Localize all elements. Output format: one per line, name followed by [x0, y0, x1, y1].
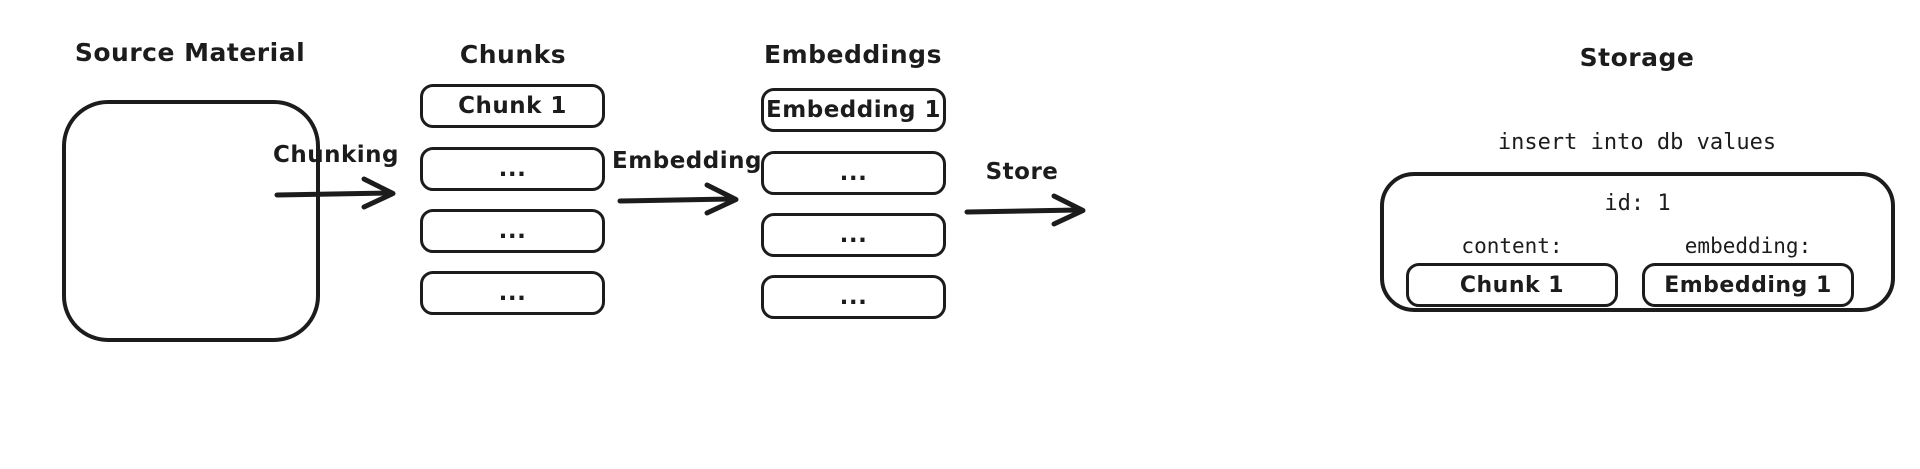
storage-field-embedding-value: Embedding 1 — [1664, 272, 1832, 298]
chunk-box-1-label: Chunk 1 — [458, 93, 567, 119]
embedding-box-2-label: ... — [839, 160, 868, 186]
column-title-storage: Storage — [1579, 43, 1695, 72]
chunk-box-2[interactable]: ... — [420, 147, 605, 191]
storage-id-field: id: 1 — [1604, 191, 1671, 216]
chunk-box-3[interactable]: ... — [420, 209, 605, 253]
arrow-chunking — [274, 176, 401, 216]
chunk-box-4-label: ... — [498, 280, 527, 306]
chunk-box-3-label: ... — [498, 218, 527, 244]
arrow-embedding — [617, 182, 744, 222]
storage-field-embedding-value-box[interactable]: Embedding 1 — [1642, 263, 1854, 307]
chunk-box-2-label: ... — [498, 156, 527, 182]
embedding-box-1-label: Embedding 1 — [766, 97, 941, 123]
storage-field-content-value: Chunk 1 — [1459, 272, 1565, 298]
column-title-embeddings: Embeddings — [764, 40, 942, 69]
embedding-box-1[interactable]: Embedding 1 — [761, 88, 946, 132]
arrow-label-embedding: Embedding — [612, 148, 762, 174]
source-material-box — [62, 100, 320, 342]
insert-statement-text: insert into db values — [1497, 130, 1777, 155]
storage-field-content-value-box[interactable]: Chunk 1 — [1406, 263, 1618, 307]
column-title-chunks: Chunks — [459, 40, 567, 69]
chunk-box-1[interactable]: Chunk 1 — [420, 84, 605, 128]
arrow-store — [964, 193, 1091, 233]
embedding-box-4-label: ... — [839, 284, 868, 310]
storage-field-embedding-name: embedding: — [1684, 234, 1812, 258]
storage-record-card: id: 1 content: Chunk 1 embedding: Embedd… — [1380, 172, 1895, 312]
embedding-box-3[interactable]: ... — [761, 213, 946, 257]
embedding-box-2[interactable]: ... — [761, 151, 946, 195]
embedding-box-3-label: ... — [839, 222, 868, 248]
storage-field-embedding: embedding: Embedding 1 — [1642, 234, 1854, 307]
storage-field-content-name: content: — [1461, 234, 1563, 258]
storage-field-content: content: Chunk 1 — [1406, 234, 1618, 307]
column-title-source-material: Source Material — [74, 38, 306, 67]
chunk-box-4[interactable]: ... — [420, 271, 605, 315]
embedding-box-4[interactable]: ... — [761, 275, 946, 319]
arrow-label-chunking: Chunking — [272, 142, 400, 168]
arrow-label-store: Store — [985, 159, 1059, 185]
